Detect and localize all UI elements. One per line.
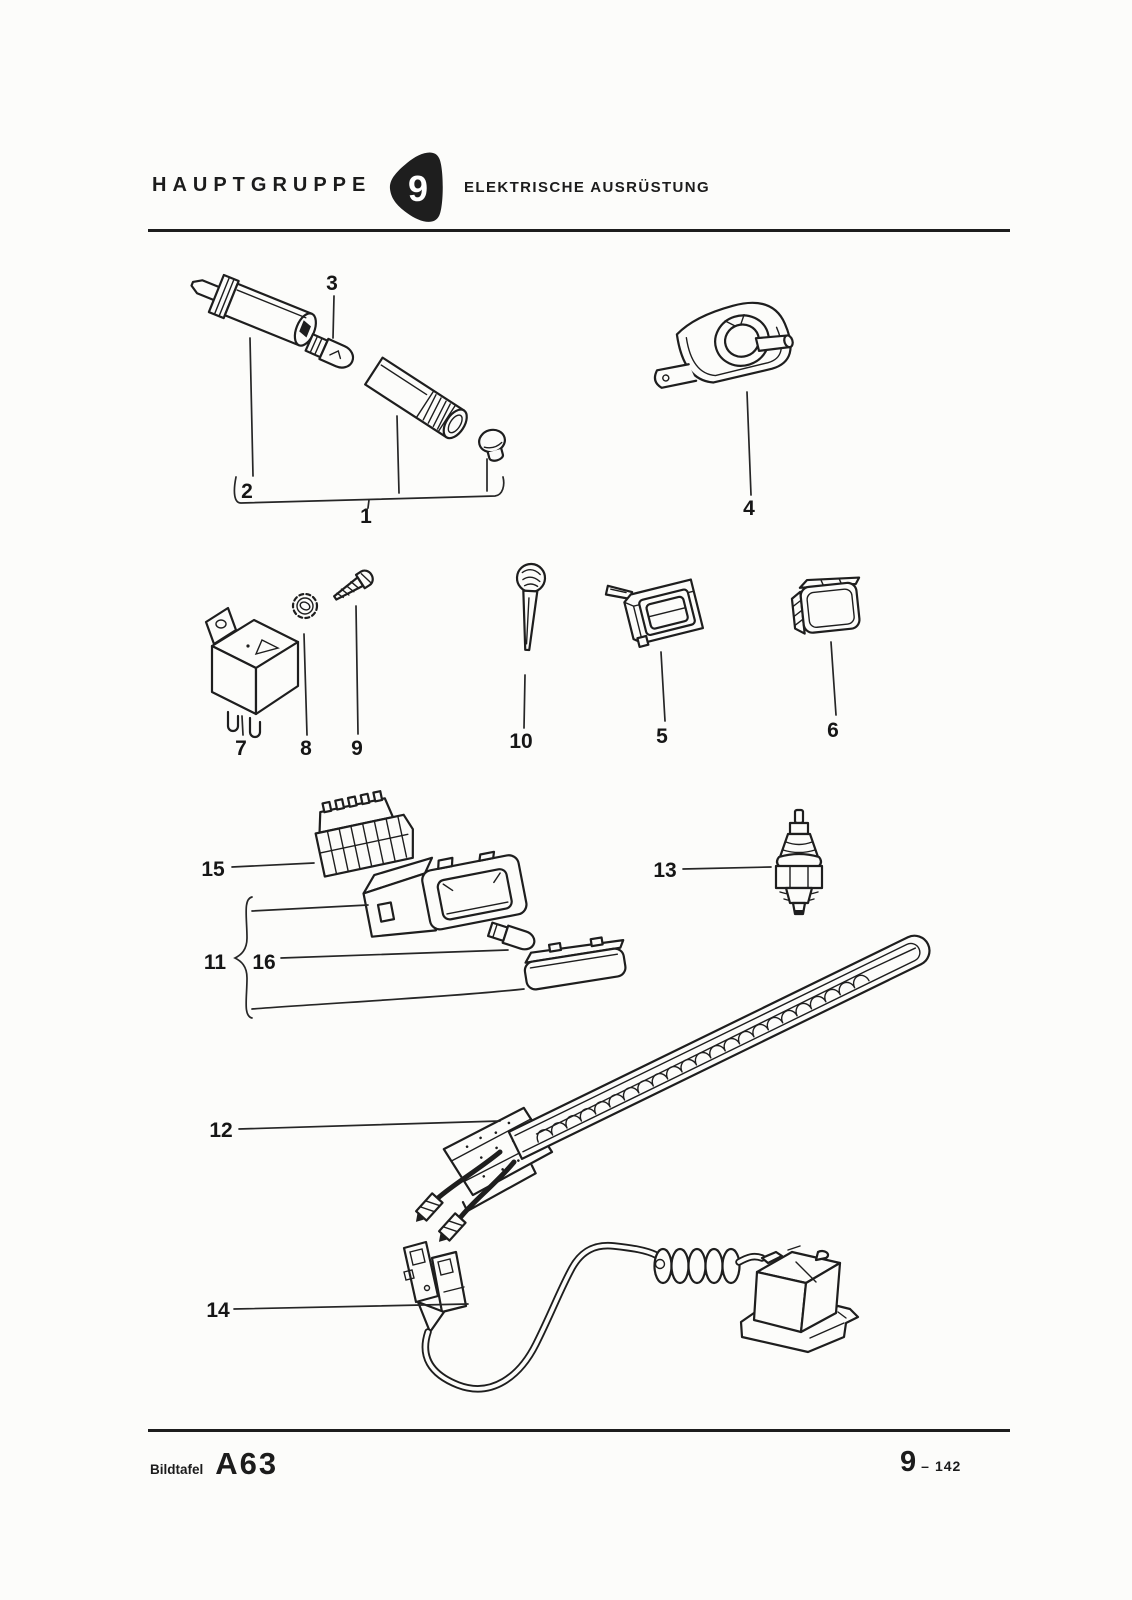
part-11-housing [362,850,528,938]
part-1-sleeve [364,356,468,440]
leader-6 [830,641,837,716]
leader-13 [682,866,772,870]
part-13-sender-unit [774,808,824,916]
callout-6: 6 [827,719,839,742]
callout-3: 3 [326,272,338,295]
leader-14 [233,1303,469,1310]
leader-5 [660,651,666,722]
header-rule [148,229,1010,232]
callout-9: 9 [351,737,363,760]
page-reference: 9 – 142 [900,1446,961,1479]
leader-8 [303,633,308,736]
part-3-bulb [304,333,355,369]
part-7-relay [204,606,300,739]
page-ref-major: 9 [900,1446,917,1478]
group-9-badge-number: 9 [408,168,428,209]
part-9-screw [333,569,374,601]
footer-rule [148,1429,1010,1432]
callout-14: 14 [206,1299,230,1322]
group-1-bracket [233,476,505,504]
main-group-label: HAUPTGRUPPE [152,174,372,196]
part-5-rocker-switch [604,578,705,649]
leader-16 [280,949,509,959]
group-11-brace [233,896,253,1019]
leader-15 [231,862,315,868]
part-2-bulb-holder [190,273,317,347]
part-10-pin [515,562,547,652]
part-11-lens [523,936,627,991]
callout-16: 16 [252,951,275,974]
part-14-cable-assembly [402,1240,860,1393]
callout-15: 15 [201,858,225,881]
section-title: ELEKTRISCHE AUSRÜSTUNG [464,179,711,196]
part-8-toothed-washer [291,592,319,620]
part-1-knob [478,428,506,462]
leader-10 [523,674,526,729]
page-ref-minor: 142 [934,1458,962,1474]
callout-4: 4 [743,497,755,520]
leader-12 [238,1120,501,1130]
plate-code: A63 [215,1446,279,1481]
leader-9 [355,605,359,735]
leader-3 [332,295,335,339]
leader-11b [251,988,525,1010]
plate-label: Bildtafel [150,1462,204,1477]
callout-1: 1 [360,505,372,528]
callout-11: 11 [204,951,227,974]
page-ref-separator: – [921,1458,930,1474]
leader-11a [251,904,369,912]
callout-12: 12 [209,1119,232,1142]
callout-7: 7 [235,737,247,760]
leader-1a [396,415,400,494]
plate-reference: Bildtafel A63 [150,1446,278,1482]
part-16-wedge-bulb [486,921,536,951]
callout-13: 13 [653,859,676,882]
group-1-bracket-tick [367,499,370,509]
callout-5: 5 [656,725,668,748]
part-15-connector-block [314,790,414,878]
leader-2 [249,337,254,477]
part-4-switch [653,301,794,389]
leader-7 [241,715,244,736]
part-12-element-strip [414,934,931,1242]
callout-10: 10 [509,730,532,753]
group-9-badge: 9 [389,152,443,222]
leader-4 [746,391,752,496]
part-6-blanking-plug [790,576,861,635]
callout-2: 2 [241,480,253,503]
callout-8: 8 [300,737,312,760]
